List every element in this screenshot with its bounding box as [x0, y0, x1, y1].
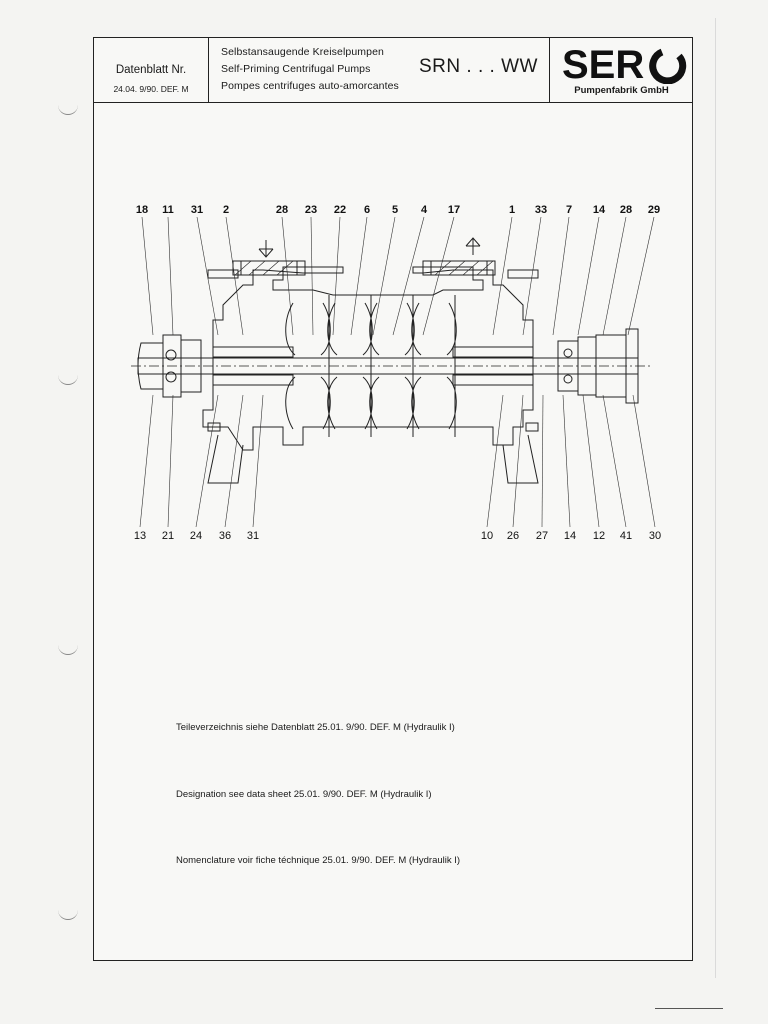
- leader-line: [372, 216, 396, 336]
- part-label-bottom: 10: [481, 530, 493, 542]
- part-label-top: 14: [593, 204, 606, 216]
- leader-line: [486, 394, 504, 528]
- part-label-top: 2: [223, 204, 229, 216]
- leader-line: [632, 394, 656, 528]
- part-label-top: 28: [276, 204, 288, 216]
- part-label-bottom: 36: [219, 530, 231, 542]
- punch-hole: [58, 370, 78, 385]
- part-label-top: 17: [448, 204, 460, 216]
- note-german: Teileverzeichnis siehe Datenblatt 25.01.…: [176, 722, 455, 733]
- part-label-top: 11: [162, 204, 174, 216]
- part-label-bottom: 13: [134, 530, 146, 542]
- part-label-top: 23: [305, 204, 317, 216]
- leader-line: [139, 394, 154, 528]
- bearing-cover-left: [137, 342, 164, 390]
- datasheet-number-box: Datenblatt Nr. 24.04. 9/90. DEF. M: [94, 38, 209, 103]
- page-edge-shadow: [715, 18, 716, 978]
- part-label-top: 33: [535, 204, 547, 216]
- logo-box: SER Pumpenfabrik GmbH: [549, 38, 693, 103]
- impeller-stages: [285, 295, 457, 437]
- leader-line: [627, 216, 655, 336]
- leader-line: [224, 394, 244, 528]
- part-label-bottom: 14: [564, 530, 576, 542]
- leader-line: [167, 216, 174, 336]
- leader-line: [541, 394, 544, 528]
- title-german: Selbstansaugende Kreiselpumpen: [221, 46, 384, 58]
- outlet-arrow-icon: [465, 237, 481, 255]
- part-label-top: 4: [421, 204, 428, 216]
- punch-hole: [58, 905, 78, 920]
- part-label-top: 7: [566, 204, 572, 216]
- leader-line: [522, 216, 542, 336]
- title-box: Selbstansaugende Kreiselpumpen Self-Prim…: [209, 38, 549, 103]
- part-label-top: 31: [191, 204, 203, 216]
- pump-casing: [202, 266, 534, 451]
- leader-line: [512, 394, 524, 528]
- leader-line: [332, 216, 341, 336]
- leader-line: [350, 216, 368, 336]
- punch-hole: [58, 100, 78, 115]
- datasheet-number: 24.04. 9/90. DEF. M: [113, 84, 189, 94]
- model-designation: SRN . . . WW: [419, 56, 538, 77]
- leader-line: [552, 216, 570, 336]
- title-english: Self-Priming Centrifugal Pumps: [221, 63, 371, 75]
- part-label-top: 1: [509, 204, 515, 216]
- leader-line: [492, 216, 513, 336]
- title-french: Pompes centrifuges auto-amorcantes: [221, 80, 399, 92]
- punch-hole: [58, 640, 78, 655]
- part-label-bottom: 21: [162, 530, 174, 542]
- pump-cross-section-drawing: 18 11 31 2 28 23 22 6 5 4 17 1 33 7 14 28 29 13 21 24 36 31 1…: [131, 204, 661, 542]
- leader-line: [392, 216, 425, 336]
- leader-line: [281, 216, 294, 336]
- leader-line: [582, 394, 600, 528]
- brand-text: SER: [562, 43, 644, 84]
- leader-line: [167, 394, 174, 528]
- leader-line: [422, 216, 455, 336]
- part-label-bottom: 31: [247, 530, 259, 542]
- note-english: Designation see data sheet 25.01. 9/90. …: [176, 789, 432, 800]
- part-label-top: 6: [364, 204, 370, 216]
- leader-line: [195, 394, 219, 528]
- leader-line: [141, 216, 154, 336]
- datasheet-label: Datenblatt Nr.: [115, 64, 187, 76]
- leader-line: [310, 216, 314, 336]
- part-label-bottom: 24: [190, 530, 202, 542]
- sero-logo-icon: SER: [562, 43, 687, 84]
- part-label-bottom: 41: [620, 530, 632, 542]
- part-label-bottom: 12: [593, 530, 605, 542]
- part-label-top: 29: [648, 204, 660, 216]
- part-label-top: 22: [334, 204, 346, 216]
- part-label-bottom: 27: [536, 530, 548, 542]
- part-label-bottom: 26: [507, 530, 519, 542]
- part-label-top: 5: [392, 204, 398, 216]
- note-french: Nomenclature voir fiche téchnique 25.01.…: [176, 855, 461, 866]
- leader-line: [577, 216, 600, 336]
- leader-line: [562, 394, 571, 528]
- leader-line: [602, 216, 627, 336]
- datasheet-frame: Datenblatt Nr. 24.04. 9/90. DEF. M Selbs…: [93, 37, 693, 961]
- corner-mark: [655, 1008, 723, 1009]
- brand-subtitle: Pumpenfabrik GmbH: [574, 85, 669, 96]
- leader-line: [252, 394, 264, 528]
- inlet-arrow-icon: [258, 240, 274, 258]
- part-label-top: 28: [620, 204, 632, 216]
- leader-line: [225, 216, 244, 336]
- leader-line: [602, 394, 627, 528]
- part-label-bottom: 30: [649, 530, 661, 542]
- part-label-top: 18: [136, 204, 148, 216]
